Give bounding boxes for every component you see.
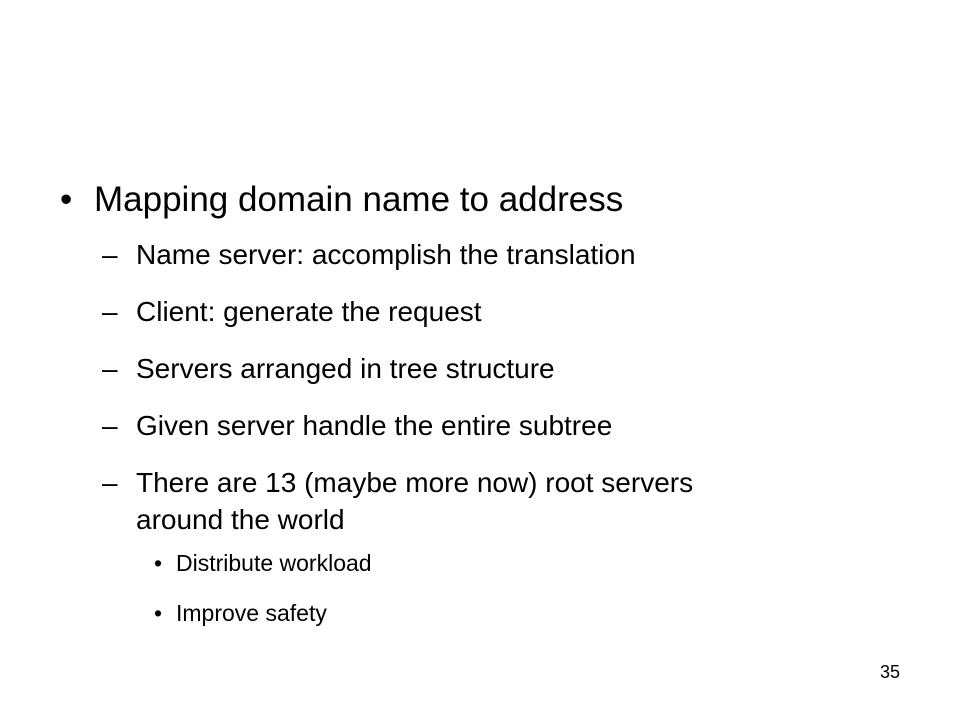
detail-bullet-text: Improve safety — [176, 600, 327, 626]
sub-bullet-item: – Given server handle the entire subtree — [102, 407, 922, 444]
detail-bullet-list: • Distribute workload • Improve safety — [154, 548, 372, 648]
main-bullet: • Mapping domain name to address — [60, 174, 920, 226]
detail-bullet-item: • Distribute workload — [154, 548, 372, 578]
dot-marker: • — [154, 600, 163, 626]
dash-marker: – — [102, 296, 118, 327]
main-bullet-text: Mapping domain name to address — [94, 180, 624, 219]
sub-bullet-list: – Name server: accomplish the translatio… — [102, 236, 922, 548]
dash-marker: – — [102, 239, 118, 270]
dash-marker: – — [102, 353, 118, 384]
dot-marker: • — [154, 550, 163, 576]
bullet-marker: • — [60, 180, 73, 219]
sub-bullet-text: Servers arranged in tree structure — [136, 353, 555, 384]
dash-marker: – — [102, 410, 118, 441]
sub-bullet-text-line-1: There are 13 (maybe more now) root serve… — [136, 467, 694, 498]
sub-bullet-text: Name server: accomplish the translation — [136, 239, 636, 270]
sub-bullet-text: Given server handle the entire subtree — [136, 410, 613, 441]
page-number: 35 — [880, 662, 901, 682]
dash-marker: – — [102, 467, 118, 498]
sub-bullet-item: – Client: generate the request — [102, 293, 922, 330]
sub-bullet-text-line-2: around the world — [136, 504, 345, 535]
detail-bullet-text: Distribute workload — [176, 550, 372, 576]
sub-bullet-item: – Servers arranged in tree structure — [102, 350, 922, 387]
sub-bullet-item: – Name server: accomplish the translatio… — [102, 236, 922, 273]
sub-bullet-text: Client: generate the request — [136, 296, 482, 327]
detail-bullet-item: • Improve safety — [154, 598, 372, 628]
sub-bullet-item: – There are 13 (maybe more now) root ser… — [102, 464, 922, 538]
